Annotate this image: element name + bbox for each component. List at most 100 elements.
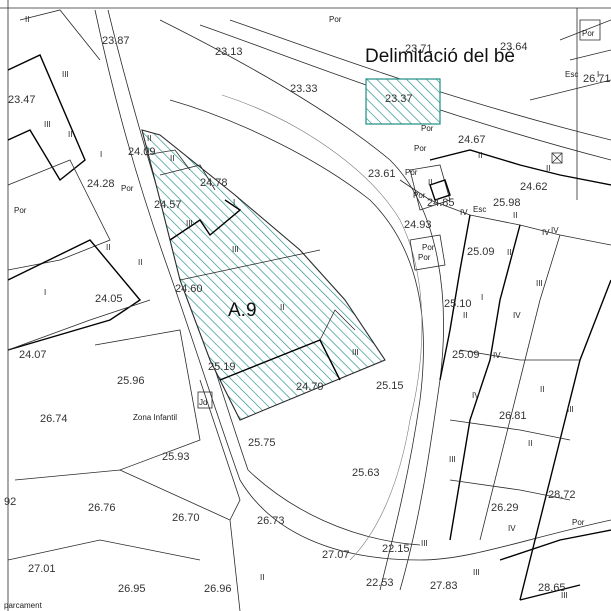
parcel-divider-1: [144, 149, 191, 171]
floor-count-label: II: [138, 258, 142, 267]
floor-count-label: III: [186, 219, 193, 228]
por-label: Por: [14, 206, 27, 215]
elevation-label: 25.09: [467, 246, 495, 258]
elevation-label: 23.37: [385, 93, 413, 105]
elevation-label: 92: [4, 496, 16, 508]
elevation-label: 22.15: [382, 543, 410, 555]
parcel-divider-3: [169, 199, 242, 241]
block-right-6: [519, 279, 611, 601]
parcel-divider-4: [179, 249, 321, 281]
elevation-label: 25.96: [117, 375, 145, 387]
elevation-label: 25.10: [444, 298, 472, 310]
floor-count-labels: II III III II I II II I III II III II II…: [25, 15, 599, 600]
road-lower-curve-2: [247, 469, 421, 546]
elevation-label: 24.85: [427, 197, 455, 209]
floor-count-label: III: [473, 568, 480, 577]
floor-count-label: II: [540, 385, 544, 394]
floor-count-label: II: [528, 439, 532, 448]
elevation-label: 26.95: [118, 583, 146, 595]
block-right-8: [499, 529, 611, 601]
floor-count-label: II: [546, 164, 550, 173]
floor-count-label: I: [597, 70, 599, 79]
legend-title: Delimitació del bé: [365, 46, 515, 67]
block-right-5: [479, 234, 561, 541]
protected-area-a9: [141, 129, 386, 421]
elevation-label: 26.70: [172, 512, 200, 524]
elevation-label: 26.96: [204, 583, 232, 595]
por-label: Por: [582, 29, 595, 38]
block-right-10: [429, 179, 451, 201]
floor-count-label: III: [536, 279, 543, 288]
floor-count-label: II: [106, 243, 110, 252]
block-left-4: [7, 299, 151, 351]
floor-count-label: II: [25, 15, 29, 24]
block-left-1: [7, 54, 86, 182]
elevation-label: 24.93: [404, 219, 432, 231]
floor-count-label: III: [44, 120, 51, 129]
road-diagonal-top-2: [229, 19, 611, 141]
elevation-label: 28.65: [538, 582, 566, 594]
por-labels: Por Por Por Por Por Por Por Por Por Por …: [14, 15, 595, 527]
floor-count-label: II: [280, 303, 284, 312]
elevation-label: 23.47: [8, 94, 36, 106]
floor-count-label: II: [513, 211, 517, 220]
floor-count-label: III: [449, 455, 456, 464]
block-left-6: [94, 329, 201, 471]
elevation-label: 25.19: [208, 361, 236, 373]
block-right-7: [449, 349, 580, 501]
legend-swatch: [365, 78, 441, 125]
floor-count-label: III: [567, 405, 574, 414]
block-right-1: [429, 149, 611, 186]
floor-count-label: IV: [551, 226, 559, 235]
floor-count-label: II: [478, 151, 482, 160]
path-inner-loop: [221, 94, 423, 561]
elevation-label: 25.09: [452, 349, 480, 361]
elevation-label: 24.78: [200, 177, 228, 189]
elevation-label: 24.60: [175, 283, 203, 295]
block-right-11: [409, 234, 446, 271]
elevation-label: 25.93: [162, 451, 190, 463]
elevation-label: 25.15: [376, 380, 404, 392]
elevation-label: 25.75: [248, 437, 276, 449]
floor-count-label: III: [352, 348, 359, 357]
bottom-text: parcament: [4, 601, 43, 610]
elevation-label: 26.71: [583, 73, 611, 85]
floor-count-label: I: [100, 150, 102, 159]
block-left-5: [19, 9, 101, 61]
road-edge-west-outer: [94, 9, 241, 481]
elevation-label: 26.73: [257, 515, 285, 527]
floor-count-label: II: [68, 130, 72, 139]
floor-count-label: IV: [513, 311, 521, 320]
block-left-8: [7, 539, 201, 561]
floor-count-label: IV: [542, 228, 550, 237]
por-label: Por: [329, 15, 342, 24]
cross-box-icon: [551, 152, 563, 164]
block-right-12: [579, 19, 601, 41]
floor-count-label: II: [463, 311, 467, 320]
elevation-label: 24.79: [296, 381, 324, 393]
floor-count-label: I: [44, 288, 46, 297]
floor-count-label: IV: [508, 524, 516, 533]
playground-label: Zona Infantil: [133, 413, 177, 422]
block-right-top: [529, 19, 611, 101]
elevation-label: 24.05: [95, 293, 123, 305]
floor-count-label: III: [62, 70, 69, 79]
elevation-label: 23.61: [368, 168, 396, 180]
elevation-label: 25.98: [493, 197, 521, 209]
elevation-label: 23.71: [405, 43, 433, 55]
elevation-label: 27.01: [28, 563, 56, 575]
por-label: Por: [418, 253, 431, 262]
elevation-label: 23.87: [102, 35, 130, 47]
floor-count-label: III: [421, 539, 428, 548]
floor-count-label: I: [481, 293, 483, 302]
elevation-label: 26.76: [88, 502, 116, 514]
floor-count-label: III: [232, 245, 239, 254]
por-label: Por: [421, 124, 434, 133]
elevation-label: 23.13: [215, 46, 243, 58]
jd-label: Jd: [199, 398, 207, 407]
block-right-4: [449, 224, 521, 541]
elevation-label: 24.07: [19, 349, 47, 361]
por-label: Por: [572, 518, 585, 527]
floor-count-label: I: [233, 198, 235, 207]
elevation-label: 26.81: [499, 410, 527, 422]
